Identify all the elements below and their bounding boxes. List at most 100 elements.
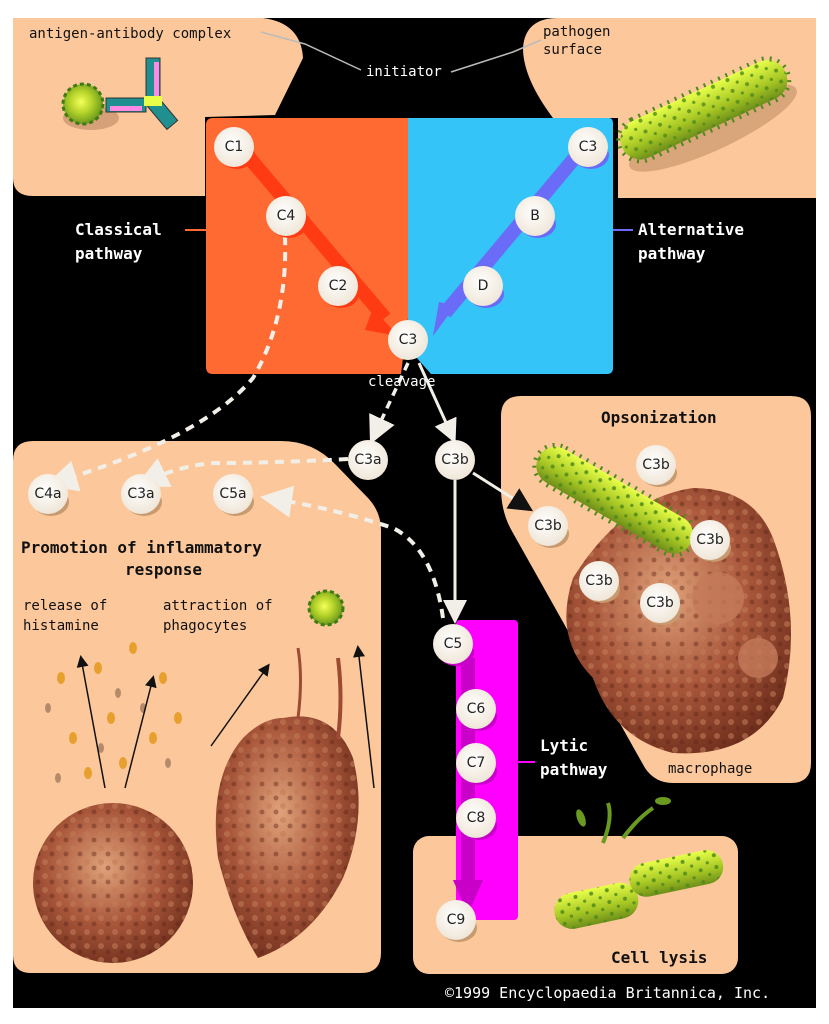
node-circle <box>528 506 568 546</box>
node-circle <box>636 445 676 485</box>
macrophage-illustration <box>566 488 791 754</box>
alternative-label-line2: pathway <box>638 244 706 263</box>
antigen-antibody-complex-label: antigen-antibody complex <box>29 26 231 42</box>
node-label: C1 <box>225 139 244 155</box>
phagocytes-label-line1: attraction of <box>163 598 273 614</box>
opsonization-title: Opsonization <box>601 408 717 427</box>
flow-arrows <box>45 235 534 624</box>
classical-label-line2: pathway <box>75 244 143 263</box>
node-c3b-ops-5: C3b <box>640 583 681 625</box>
node-label: C3a <box>354 452 381 468</box>
node-circle <box>348 440 388 480</box>
node-c3b: C3b <box>435 440 475 480</box>
node-circle <box>266 196 306 236</box>
node-c3a: C3a <box>348 440 388 480</box>
histamine-label-line1: release of <box>23 598 107 614</box>
node-label: C5a <box>219 486 246 502</box>
lysed-pathogen-illustration <box>554 797 724 929</box>
node-circle <box>515 196 555 236</box>
histamine-label-line2: histamine <box>23 618 99 634</box>
node-label: C6 <box>467 701 486 717</box>
node-c3a-inflammation: C3a <box>121 474 162 516</box>
initiator-leaders <box>260 31 542 73</box>
antigen-antibody-illustration <box>61 57 179 131</box>
node-alt-c3: C3 <box>568 127 609 169</box>
classical-pathway-box <box>206 118 408 374</box>
node-label: C3b <box>696 532 724 548</box>
complement-diagram: antigen-antibody complex initiator patho… <box>13 18 816 1008</box>
node-label: C3 <box>579 139 598 155</box>
pathogen-illustration <box>616 56 797 172</box>
phagocyte-illustration <box>215 589 359 958</box>
node-c5: C5 <box>433 624 474 666</box>
node-circle <box>456 798 496 838</box>
node-circle <box>640 583 680 623</box>
node-c3b-ops-2: C3b <box>528 506 569 548</box>
node-circle <box>456 743 496 783</box>
alternative-label-line1: Alternative <box>638 220 744 239</box>
node-c2: C2 <box>318 266 359 308</box>
node-c4: C4 <box>266 196 307 238</box>
initiator-label: initiator <box>366 64 442 80</box>
copyright-notice: ©1999 Encyclopaedia Britannica, Inc. <box>445 984 770 1002</box>
cleavage-label: cleavage <box>368 374 435 390</box>
node-c9: C9 <box>436 900 477 942</box>
node-label: C3b <box>585 573 613 589</box>
macrophage-label: macrophage <box>668 761 752 777</box>
node-c3b-ops-3: C3b <box>690 520 731 562</box>
node-circle <box>28 474 68 514</box>
node-c8: C8 <box>456 798 497 840</box>
node-label: C5 <box>444 636 463 652</box>
node-c3b-ops-1: C3b <box>636 445 677 487</box>
inflammation-title-line2: response <box>125 560 202 579</box>
node-label: C3b <box>642 457 670 473</box>
node-circle <box>433 624 473 664</box>
mast-cell-illustration <box>33 803 193 963</box>
node-c3b-ops-4: C3b <box>579 561 620 603</box>
classical-arrow <box>235 143 398 336</box>
node-c5a: C5a <box>213 474 254 516</box>
node-c1: C1 <box>214 127 255 169</box>
node-label: C4a <box>34 486 61 502</box>
pathogen-label-line2: surface <box>543 42 602 58</box>
node-circle <box>213 474 253 514</box>
node-label: C7 <box>467 755 486 771</box>
node-b: B <box>515 196 556 238</box>
classical-label-line1: Classical <box>75 220 162 239</box>
node-c6: C6 <box>456 689 497 731</box>
inflammation-arrows <box>76 645 375 789</box>
node-c4a: C4a <box>28 474 69 516</box>
lytic-label-line2: pathway <box>540 760 608 779</box>
node-circle <box>436 900 476 940</box>
node-circle <box>388 320 428 360</box>
node-d: D <box>463 266 504 308</box>
node-label: C3b <box>534 518 562 534</box>
diagram-canvas: antigen-antibody complex initiator patho… <box>13 18 816 1002</box>
node-circle <box>456 689 496 729</box>
node-label: C4 <box>277 208 296 224</box>
node-label: C3 <box>399 332 418 348</box>
histamine-granules <box>45 642 182 783</box>
phagocytes-label-line2: phagocytes <box>163 618 247 634</box>
node-label: C3a <box>127 486 154 502</box>
node-c3-convergence: C3 <box>388 320 428 360</box>
node-circle <box>579 561 619 601</box>
node-label: C2 <box>329 278 348 294</box>
node-circle <box>214 127 254 167</box>
node-circle <box>463 266 503 306</box>
node-circle <box>568 127 608 167</box>
node-circle <box>435 440 475 480</box>
node-circle <box>121 474 161 514</box>
lytic-label-line1: Lytic <box>540 736 588 755</box>
node-label: C3b <box>646 595 674 611</box>
node-circle <box>690 520 730 560</box>
node-circle <box>318 266 358 306</box>
inflammation-title-line1: Promotion of inflammatory <box>21 538 262 557</box>
cell-lysis-title: Cell lysis <box>611 948 707 967</box>
node-label: C8 <box>467 810 486 826</box>
node-c7: C7 <box>456 743 497 785</box>
pathogen-label-line1: pathogen <box>543 24 610 40</box>
node-label: C9 <box>447 912 466 928</box>
node-label: C3b <box>441 452 469 468</box>
